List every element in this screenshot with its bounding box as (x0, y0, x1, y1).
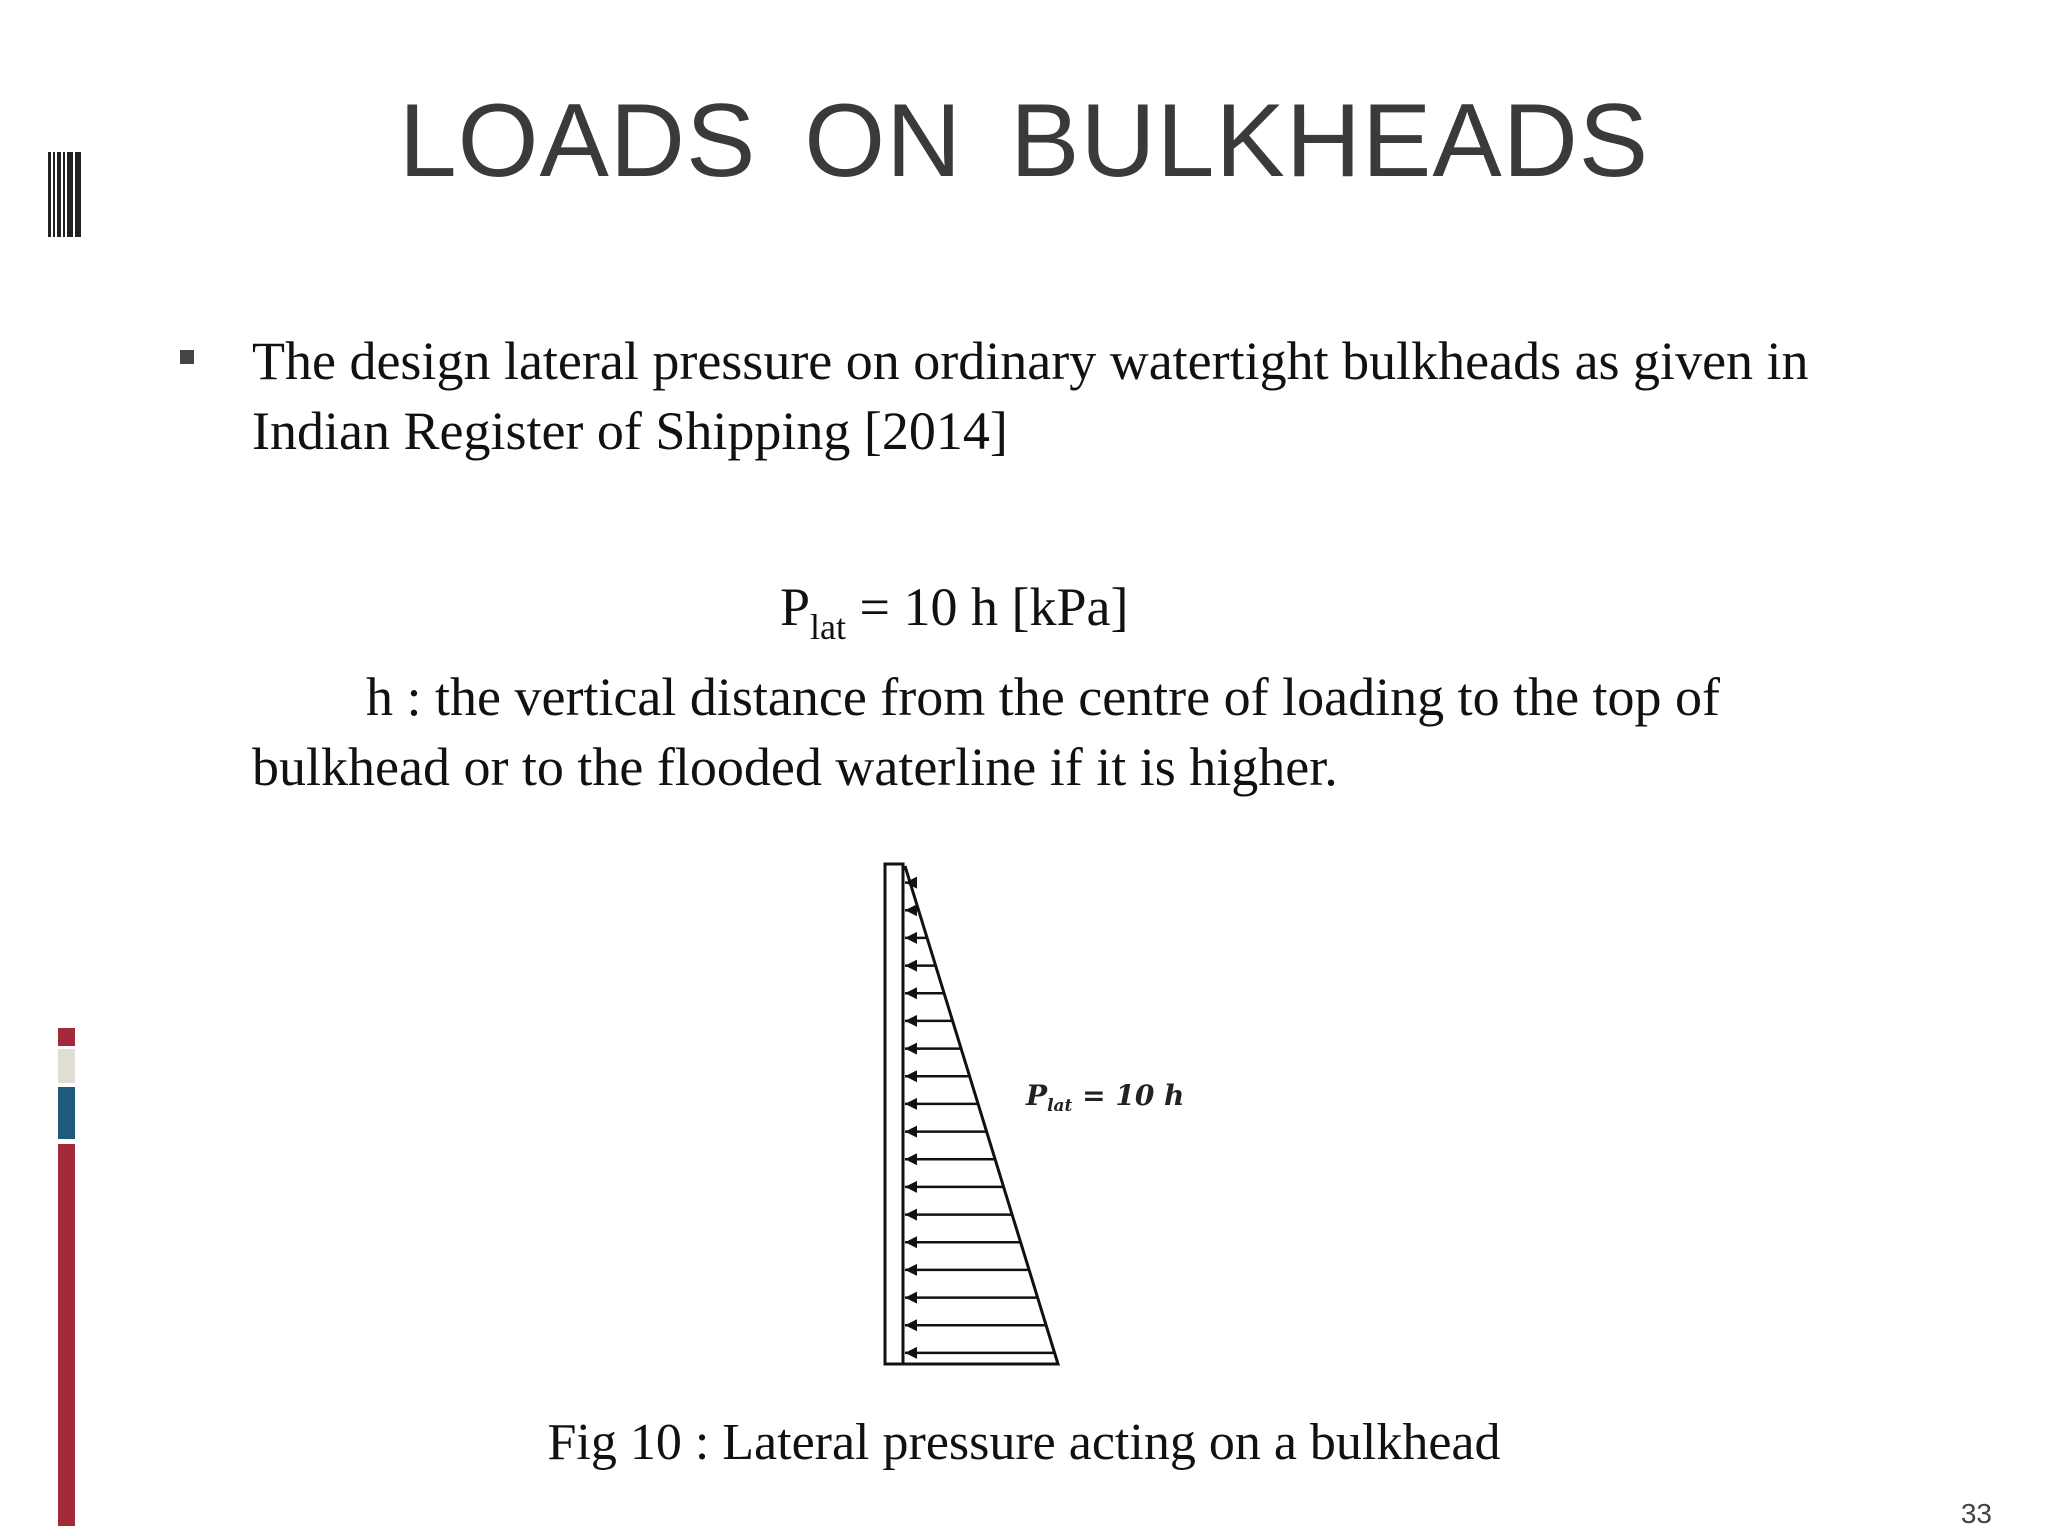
accent-bar-blue (58, 1087, 75, 1139)
page-number: 33 (1960, 1498, 1992, 1529)
pressure-arrows (905, 876, 1055, 1359)
pressure-arrowhead (905, 876, 917, 889)
formula-expression: = 10 h [kPa] (846, 577, 1129, 637)
pressure-arrowhead (905, 1042, 917, 1055)
pressure-arrowhead (905, 1236, 917, 1249)
bullet-text: The design lateral pressure on ordinary … (252, 331, 1809, 461)
pressure-arrowhead (905, 1153, 917, 1166)
pressure-arrowhead (905, 1346, 917, 1359)
pressure-arrowhead (905, 931, 917, 944)
pressure-distribution-line (903, 865, 1061, 1366)
h-definition: h : the vertical distance from the centr… (252, 667, 1721, 797)
pressure-arrowhead (905, 1263, 917, 1276)
formula-subscript: lat (810, 607, 847, 647)
pressure-arrowhead (905, 904, 917, 917)
barcode-decoration-icon (48, 152, 81, 237)
pressure-formula: Plat = 10 h [kPa] (780, 572, 1129, 645)
accent-bar-beige (58, 1049, 75, 1083)
diagram-label-subscript: lat (1047, 1096, 1072, 1116)
pressure-arrowhead (905, 959, 917, 972)
pressure-arrowhead (905, 1208, 917, 1221)
bulkhead-wall (883, 862, 905, 1366)
diagram-label-symbol: P (1025, 1079, 1048, 1112)
square-bullet-icon (180, 350, 194, 364)
pressure-arrowhead (905, 1014, 917, 1027)
pressure-arrowhead (905, 1180, 917, 1193)
figure-caption: Fig 10 : Lateral pressure acting on a bu… (547, 1414, 1501, 1471)
pressure-arrowhead (905, 987, 917, 1000)
diagram-label-expression: = 10 h (1072, 1079, 1184, 1112)
lateral-pressure-diagram: Plat = 10 h (883, 862, 1184, 1366)
pressure-arrowhead (905, 1291, 917, 1304)
pressure-arrowhead (905, 1125, 917, 1138)
accent-bar-red (58, 1144, 75, 1526)
slide-title: LOADS ON BULKHEADS (398, 83, 1650, 199)
pressure-arrowhead (905, 1097, 917, 1110)
diagram-label: Plat = 10 h (1025, 1079, 1184, 1116)
formula-symbol: P (780, 577, 811, 637)
pressure-arrowhead (905, 1070, 917, 1083)
accent-bar-red-top (58, 1028, 75, 1046)
pressure-arrowhead (905, 1319, 917, 1332)
